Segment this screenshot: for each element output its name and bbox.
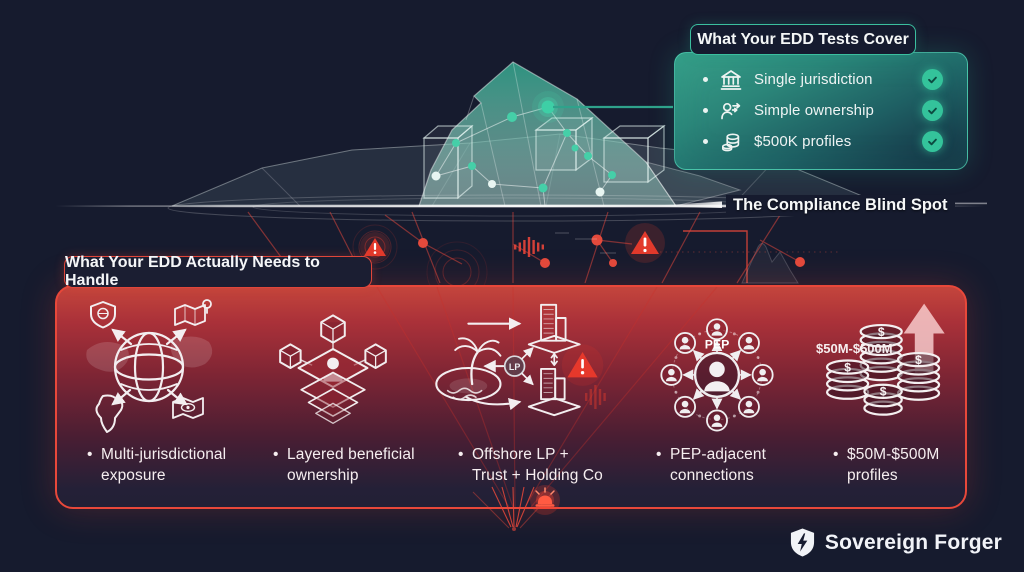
brand-name: Sovereign Forger <box>824 530 1002 554</box>
warning-triangle-icon <box>360 232 390 262</box>
warning-triangle-icon <box>625 223 665 263</box>
list-item: Single jurisdiction <box>675 64 967 95</box>
growth-arrow-icon <box>903 303 945 373</box>
map-pin-icon <box>174 299 212 326</box>
gap-item-offshore-structure: LP <box>419 287 631 507</box>
gap-item-label: PEP-adjacent connections <box>656 445 795 487</box>
gap-panel: Multi-jurisdictional exposure <box>55 285 967 509</box>
shield-bolt-icon <box>790 528 814 557</box>
bullet-dot <box>703 77 708 82</box>
list-item: Simple ownership <box>675 95 967 126</box>
gap-item-pep-network: PEP PEP-adjacent connections <box>631 287 803 507</box>
covered-panel: Single jurisdiction Simple ownership <box>674 52 968 170</box>
gap-item-label: Multi-jurisdictional exposure <box>87 445 247 487</box>
iceberg-peak <box>418 61 678 207</box>
gap-item-label: Layered beneficial ownership <box>273 445 419 487</box>
map-eye-icon <box>172 397 204 419</box>
gap-item-label: Offshore LP + Trust + Holding Co <box>458 445 608 487</box>
warning-triangle-icon <box>561 344 604 386</box>
check-icon <box>922 100 943 121</box>
glow-node <box>541 100 555 114</box>
pep-badge-label: PEP <box>705 337 730 351</box>
offshore-structure-icon: LP <box>435 303 604 417</box>
range-annotation: $50M-$500M <box>816 341 893 356</box>
bullet-dot <box>703 108 708 113</box>
check-icon <box>922 131 943 152</box>
building-icon <box>527 303 581 354</box>
svg-text:$: $ <box>844 360 851 374</box>
gap-item-multi-jurisdictional: Multi-jurisdictional exposure <box>57 287 247 507</box>
shield-globe-icon <box>90 301 116 329</box>
coin-stack-icon <box>721 133 740 151</box>
layered-cubes-icon <box>279 314 387 424</box>
list-item-label: $500K profiles <box>754 133 852 150</box>
island-icon <box>435 366 502 402</box>
gap-item-label: $50M-$500M profiles <box>833 445 955 487</box>
network-nodes <box>452 112 616 193</box>
covered-panel-title: What Your EDD Tests Cover <box>690 24 916 55</box>
risk-nodes <box>418 234 805 268</box>
svg-text:$: $ <box>915 353 922 367</box>
globe-arrows-icon <box>86 299 213 433</box>
africa-continent-icon <box>95 394 124 433</box>
waveform-icon <box>514 237 544 257</box>
list-item-label: Single jurisdiction <box>754 71 873 88</box>
check-icon <box>922 69 943 90</box>
building-icon <box>527 368 581 417</box>
gap-panel-title: What Your EDD Actually Needs to Handle <box>64 254 372 289</box>
pep-network-icon: PEP <box>660 317 774 431</box>
gap-item-wealth-profiles: $50M-$500M <box>803 287 965 507</box>
person-transfer-icon <box>721 102 741 119</box>
lp-badge <box>503 355 526 377</box>
bullet-dot <box>703 139 708 144</box>
lp-badge-label: LP <box>509 362 520 372</box>
gap-item-layered-ownership: Layered beneficial ownership <box>247 287 419 507</box>
wealth-growth-icon: $ $ $ $ <box>825 303 945 416</box>
svg-text:$: $ <box>878 325 885 339</box>
svg-text:$: $ <box>880 385 887 399</box>
bank-icon <box>720 69 742 90</box>
blind-spot-label: The Compliance Blind Spot <box>726 195 955 216</box>
list-item-label: Simple ownership <box>754 102 874 119</box>
brand-logo: Sovereign Forger <box>789 527 1002 558</box>
list-item: $500K profiles <box>675 126 967 157</box>
